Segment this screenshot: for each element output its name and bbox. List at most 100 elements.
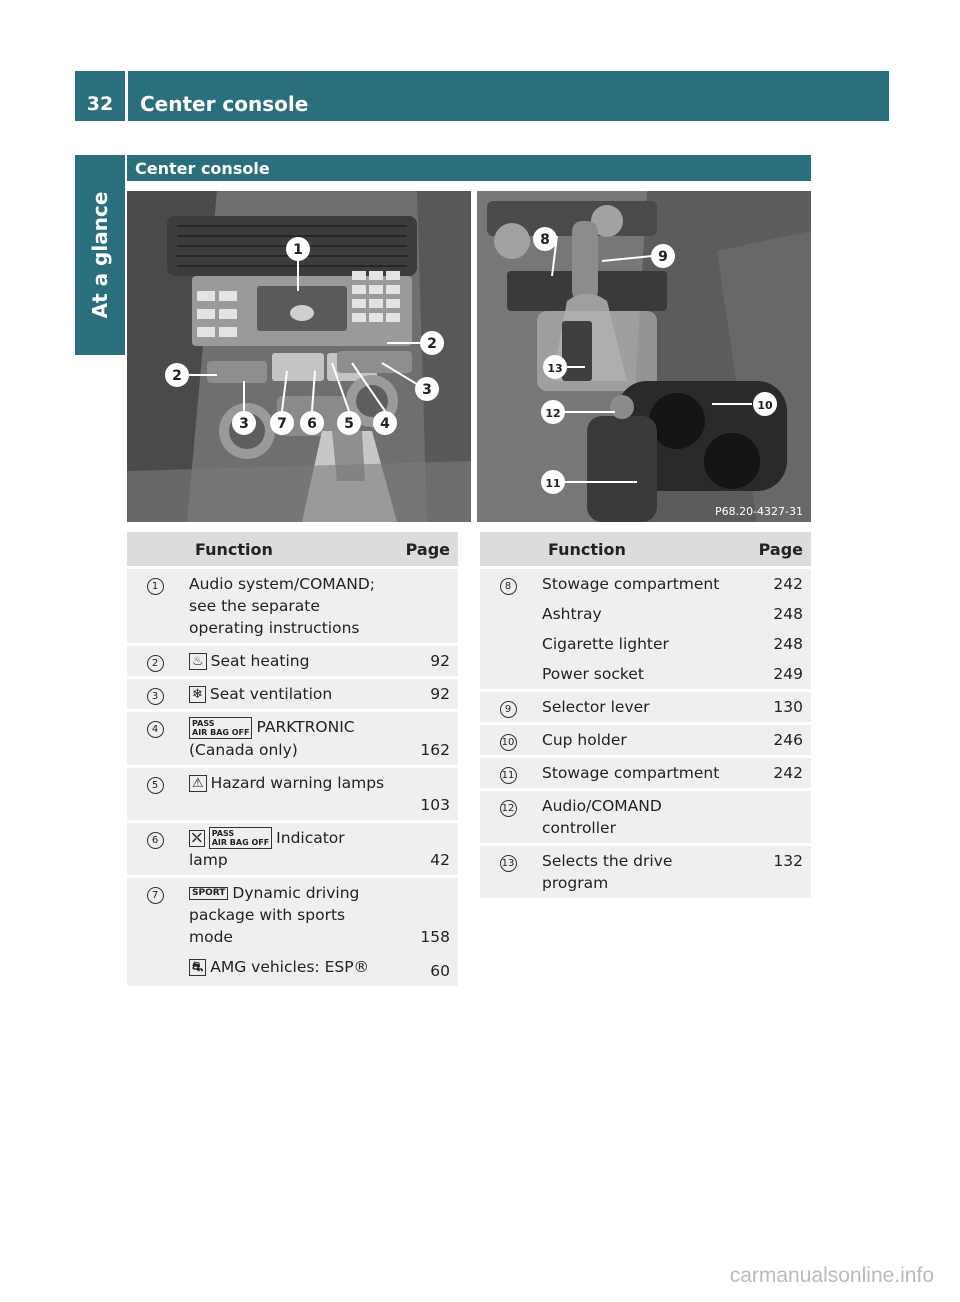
svg-text:3: 3 [239, 416, 249, 432]
page-ref: 60 [392, 952, 458, 986]
svg-text:11: 11 [545, 477, 560, 490]
page-title: Center console [140, 92, 309, 116]
function-text: Stowage compartment [536, 755, 745, 790]
col-num-header [127, 532, 183, 568]
page-ref: 92 [392, 643, 458, 678]
function-table-right: Function Page 8 Stowage compartment 242 … [480, 532, 811, 898]
callout-number: 1 [146, 578, 164, 595]
table-row: 10 Cup holder 246 [480, 722, 811, 757]
svg-text:2: 2 [172, 368, 182, 384]
page-ref: 42 [392, 819, 458, 877]
callout-number: 12 [499, 800, 517, 817]
table-row: Power socket 249 [480, 659, 811, 691]
page-ref: 246 [745, 722, 811, 757]
col-num-header [480, 532, 536, 568]
function-text: AMG vehicles: ESP® [210, 958, 370, 976]
svg-text:12: 12 [545, 407, 560, 420]
svg-text:2: 2 [427, 336, 437, 352]
svg-text:13: 13 [547, 362, 562, 375]
center-stack-photo: 1 2 2 3 3 7 6 5 4 [127, 191, 471, 522]
page-ref: 158 [392, 875, 458, 952]
callout-number: 11 [499, 767, 517, 784]
page-ref: 162 [392, 709, 458, 766]
table-row: Cigarette lighter 248 [480, 629, 811, 659]
col-function-header: Function [183, 532, 392, 568]
callout-number: 8 [499, 578, 517, 595]
page-ref: 242 [745, 566, 811, 599]
table-row: 9 Selector lever 130 [480, 689, 811, 724]
svg-text:7: 7 [277, 416, 287, 432]
function-text: PARKTRONIC (Canada only) [189, 718, 355, 759]
function-cell: ❄Seat ventilation [183, 676, 392, 711]
svg-text:8: 8 [540, 232, 550, 248]
table-row: ⛐AMG vehicles: ESP® 60 [127, 952, 458, 986]
header-separator [125, 71, 128, 121]
function-text: Seat heating [210, 652, 310, 670]
page-number: 32 [75, 71, 125, 121]
side-tab [75, 155, 125, 355]
section-title: Center console [127, 155, 811, 181]
callout-number: 2 [146, 655, 164, 672]
page-ref: 130 [745, 689, 811, 724]
svg-text:5: 5 [344, 416, 354, 432]
function-text: Ashtray [536, 599, 745, 629]
footer-watermark: carmanualsonline.info [729, 1264, 934, 1287]
page-ref: 242 [745, 755, 811, 790]
side-tab-label-wrap: At a glance [75, 155, 125, 355]
svg-text:4: 4 [380, 416, 390, 432]
page-ref [392, 566, 458, 645]
seat-ventilation-icon: ❄ [189, 686, 206, 703]
esp-off-icon: ⛐ [189, 959, 207, 976]
function-text: Hazard warning lamps [210, 773, 385, 792]
callout-number: 7 [146, 887, 164, 904]
col-function-header: Function [536, 532, 745, 568]
page-ref [745, 788, 811, 845]
function-text: Seat ventilation [209, 685, 333, 703]
svg-text:6: 6 [307, 416, 317, 432]
page-ref: 92 [392, 676, 458, 711]
col-page-header: Page [745, 532, 811, 568]
page-ref: 103 [392, 764, 458, 821]
side-tab-label: At a glance [88, 191, 112, 319]
svg-text:1: 1 [293, 242, 303, 258]
console-lower-photo: 8 9 13 10 12 11 P68.20-4327-31 [477, 191, 811, 522]
seat-heating-icon: ♨ [189, 653, 207, 670]
header-bar [75, 71, 889, 121]
svg-text:9: 9 [658, 249, 668, 265]
function-text: Dynamic driving package with sports mode [189, 884, 360, 946]
table-row: 11 Stowage compartment 242 [480, 755, 811, 790]
table-row: Ashtray 248 [480, 599, 811, 629]
callout-number: 5 [146, 776, 164, 794]
col-page-header: Page [392, 532, 458, 568]
table-row: 2 ♨Seat heating 92 [127, 643, 458, 678]
function-text: Power socket [536, 659, 745, 691]
page-ref: 249 [745, 659, 811, 691]
callout-number: 10 [499, 734, 517, 751]
function-text: Selects the drive program [536, 843, 745, 898]
callout-number: 3 [146, 688, 164, 705]
function-text: Audio/COMAND controller [536, 788, 745, 845]
table-row: 8 Stowage compartment 242 [480, 566, 811, 691]
function-cell: ♨Seat heating [183, 643, 392, 678]
callout-number: 9 [499, 701, 517, 718]
table-row: 13 Selects the drive program 132 [480, 843, 811, 898]
function-cell: ⚠Hazard warning lamps [183, 764, 392, 821]
sport-icon: SPORT [189, 887, 229, 900]
page-ref: 248 [745, 629, 811, 659]
page-ref: 132 [745, 843, 811, 898]
function-text: Cup holder [536, 722, 745, 757]
callout-number: 4 [146, 721, 164, 738]
callout-number: 6 [146, 831, 164, 849]
table-row: 5 ⚠Hazard warning lamps 103 [127, 764, 458, 821]
callout-number: 13 [499, 855, 517, 872]
function-text: Indicator lamp [189, 828, 345, 870]
svg-text:3: 3 [422, 382, 432, 398]
table-row: 3 ❄Seat ventilation 92 [127, 676, 458, 711]
